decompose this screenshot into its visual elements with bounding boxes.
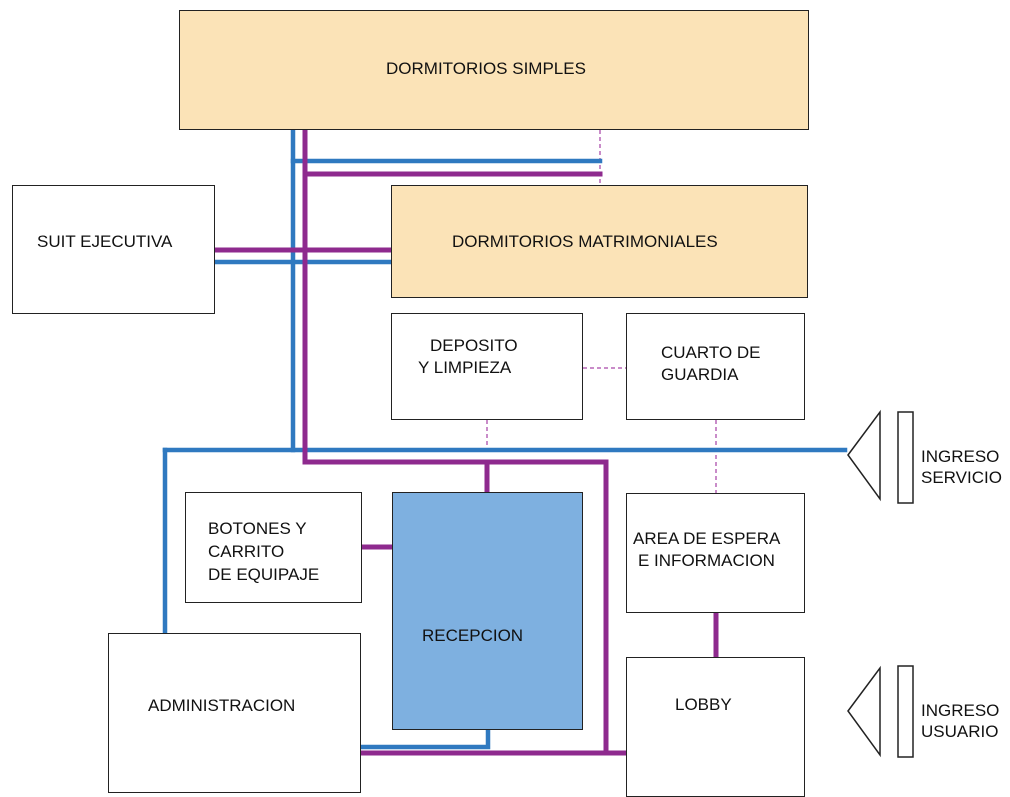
entrance-usuario-symbol: [847, 665, 914, 758]
entrance-servicio-arrow-icon: [847, 409, 881, 502]
entrance-usuario-door-icon: [897, 665, 914, 758]
entrance-usuario-arrow-icon: [847, 665, 881, 758]
cuarto-guardia-label-line1: CUARTO DE: [661, 343, 761, 362]
deposito-limpieza-box: DEPOSITO Y LIMPIEZA: [391, 313, 583, 420]
administracion-box: ADMINISTRACION: [108, 633, 361, 793]
area-espera-label-line1: AREA DE ESPERA: [633, 529, 781, 548]
deposito-label-line1: DEPOSITO: [430, 336, 518, 355]
ingreso-usuario-label-line2: USUARIO: [921, 722, 999, 741]
recepcion-label: RECEPCION: [422, 626, 524, 645]
botones-label-line1: BOTONES Y: [208, 519, 307, 538]
botones-label-line3: DE EQUIPAJE: [208, 565, 320, 584]
area-espera-label-line2: E INFORMACION: [638, 551, 775, 570]
deposito-label-line2: Y LIMPIEZA: [418, 358, 512, 377]
suit-ejecutiva-label: SUIT EJECUTIVA: [37, 232, 173, 251]
entrance-servicio-door-icon: [897, 411, 914, 504]
dormitorios-matrimoniales-label: DORMITORIOS MATRIMONIALES: [452, 232, 718, 251]
circulation-diagram: DORMITORIOS SIMPLES DORMITORIOS MATRIMON…: [12, 10, 1002, 797]
botones-equipaje-box: BOTONES Y CARRITO DE EQUIPAJE: [185, 492, 362, 603]
lobby-label: LOBBY: [675, 695, 732, 714]
dormitorios-matrimoniales-box: DORMITORIOS MATRIMONIALES: [391, 185, 808, 298]
botones-label-line2: CARRITO: [208, 542, 285, 561]
cuarto-guardia-label-line2: GUARDIA: [661, 365, 739, 384]
administracion-label: ADMINISTRACION: [148, 696, 296, 715]
ingreso-servicio-label-line1: INGRESO: [921, 447, 1000, 466]
area-espera-box: AREA DE ESPERA E INFORMACION: [626, 493, 805, 613]
connections-layer: [162, 126, 914, 758]
blue-link-admin-recepcion: [357, 726, 491, 750]
purple-user-circulation: [211, 126, 719, 756]
dormitorios-simples-label: DORMITORIOS SIMPLES: [386, 59, 586, 78]
lobby-box: LOBBY: [626, 657, 805, 797]
dormitorios-simples-box: DORMITORIOS SIMPLES: [179, 10, 809, 130]
suit-ejecutiva-box: SUIT EJECUTIVA: [12, 185, 215, 314]
recepcion-box: RECEPCION: [392, 492, 583, 730]
ingreso-servicio-label-line2: SERVICIO: [921, 468, 1002, 487]
entrance-servicio-symbol: [847, 409, 914, 504]
ingreso-usuario-label-line1: INGRESO: [921, 701, 1000, 720]
cuarto-guardia-box: CUARTO DE GUARDIA: [626, 313, 805, 420]
